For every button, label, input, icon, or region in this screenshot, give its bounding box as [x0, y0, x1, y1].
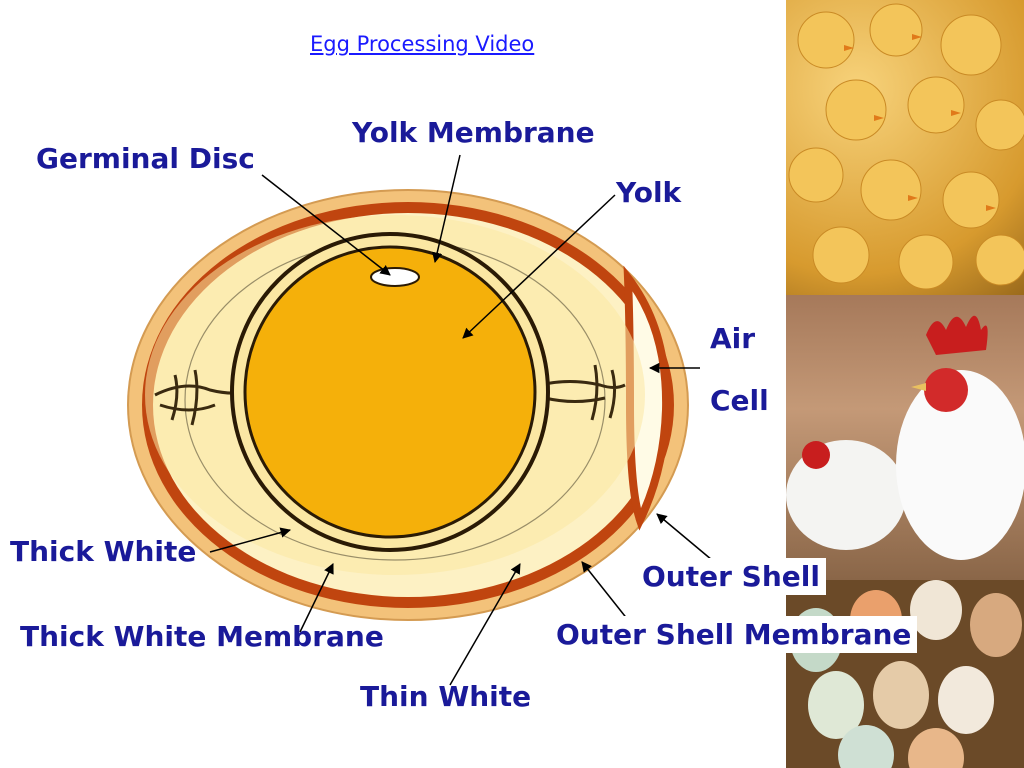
- label-outer-shell: Outer Shell: [636, 558, 826, 595]
- chicks-illustration: [788, 3, 1024, 290]
- pointer-thin-white: [449, 563, 521, 686]
- pointer-thick-white-membrane: [299, 563, 334, 633]
- label-yolk-membrane: Yolk Membrane: [352, 116, 595, 149]
- pointer-thick-white: [209, 527, 292, 553]
- label-thick-white: Thick White: [10, 535, 197, 568]
- eggs-illustration: [790, 580, 1022, 768]
- chalaza-right: [539, 364, 626, 421]
- label-cell: Cell: [710, 384, 769, 417]
- egg-processing-video-link[interactable]: Egg Processing Video: [310, 32, 535, 56]
- pointer-outer-shell-membrane: [581, 561, 633, 626]
- pointer-outer-shell: [656, 513, 713, 561]
- eggs-photo: [786, 580, 1024, 768]
- label-thin-white: Thin White: [360, 680, 532, 713]
- label-germinal-disc: Germinal Disc: [36, 142, 255, 175]
- label-outer-shell-membrane: Outer Shell Membrane: [550, 616, 918, 653]
- label-air: Air: [710, 322, 756, 355]
- egg-anatomy-diagram: [127, 154, 713, 686]
- chicks-photo: [786, 0, 1024, 295]
- label-thick-white-membrane: Thick White Membrane: [20, 620, 384, 653]
- pointer-yolk-membrane: [432, 154, 461, 264]
- germinal-disc: [370, 267, 420, 287]
- pointer-yolk: [462, 194, 616, 339]
- pointer-germinal-disc: [261, 174, 391, 276]
- yolk: [243, 245, 537, 539]
- chickens-photo: [786, 295, 1024, 580]
- chalaza-left: [154, 369, 246, 426]
- chickens-illustration: [786, 315, 1024, 560]
- label-yolk: Yolk: [616, 176, 682, 209]
